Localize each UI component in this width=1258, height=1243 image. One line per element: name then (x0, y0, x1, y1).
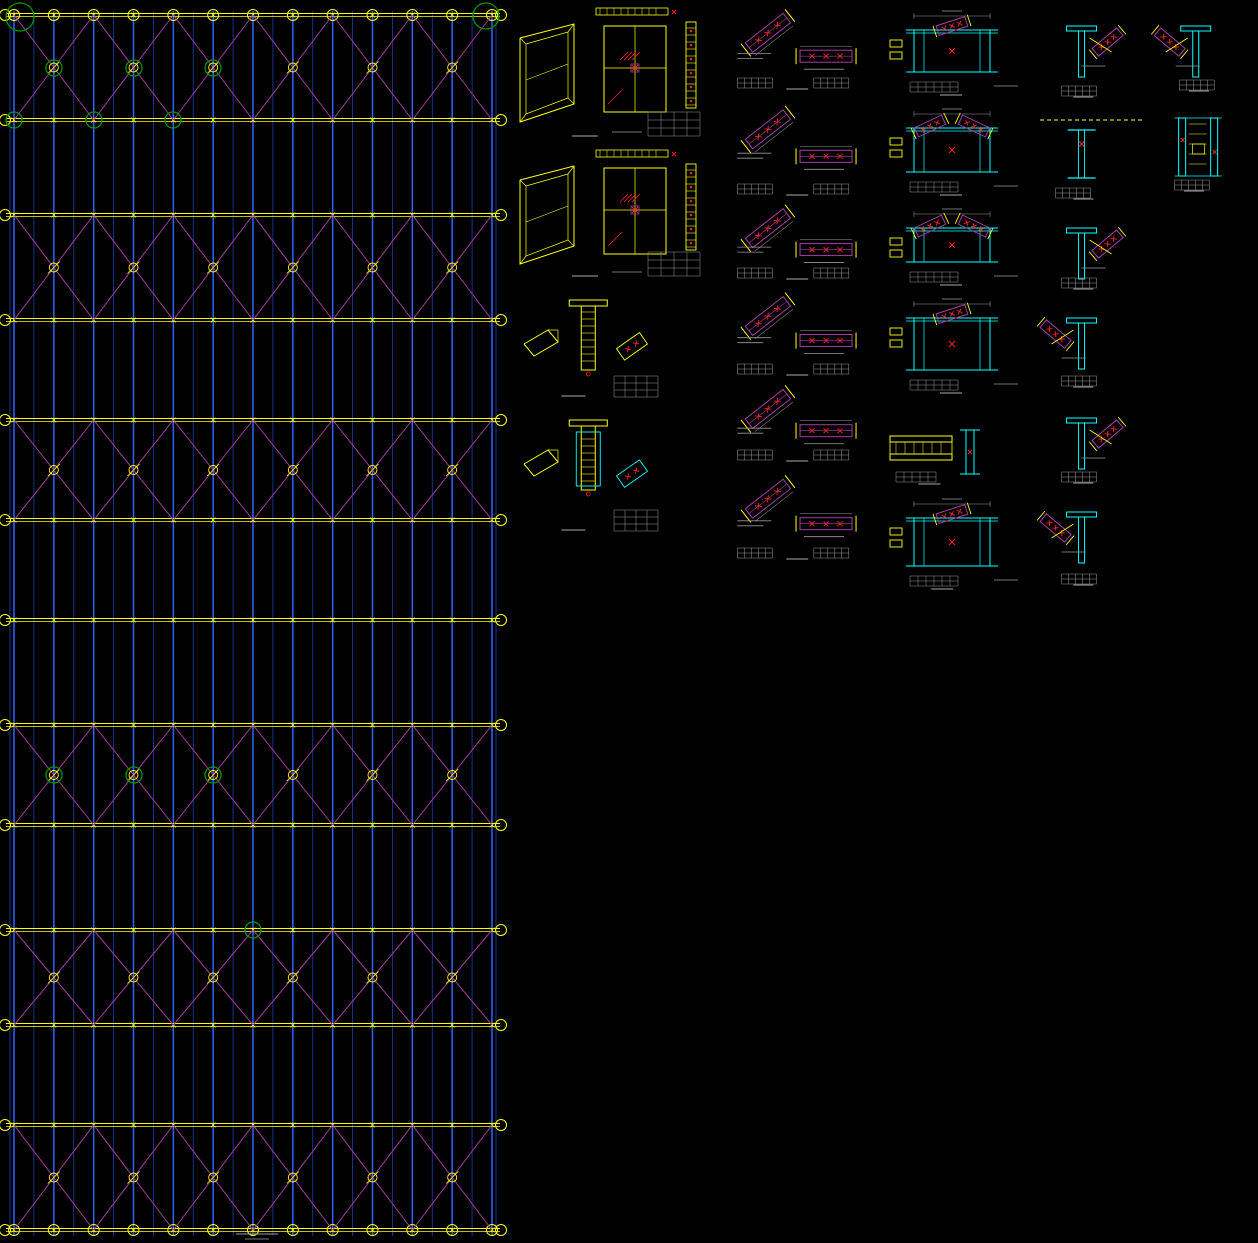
connection-detail-sheets (519, 7, 1222, 590)
detail-panel-23-colTee[interactable] (1150, 24, 1215, 92)
detail-panel-18-colTee[interactable] (1040, 119, 1142, 200)
detail-panel-13-beamConn[interactable] (889, 208, 1018, 286)
detail-panel-24-cols2[interactable] (1174, 117, 1222, 192)
detail-panel-7-braceConn[interactable] (737, 204, 857, 280)
detail-panel-22-colTee[interactable] (1036, 510, 1098, 586)
detail-panel-17-colTee[interactable] (1061, 24, 1127, 98)
detail-panel-1-elevA[interactable] (519, 7, 701, 137)
detail-panel-16-beamConn[interactable] (889, 498, 1018, 590)
detail-panel-8-braceConn[interactable] (737, 292, 857, 376)
structural-framing-plan[interactable] (0, 2, 507, 1240)
detail-panel-11-beamConn[interactable] (889, 10, 1018, 96)
detail-panel-9-braceConn[interactable] (737, 385, 857, 462)
detail-panel-6-braceConn[interactable] (737, 105, 857, 196)
detail-panel-21-colTee[interactable] (1061, 416, 1127, 484)
detail-panel-5-braceConn[interactable] (737, 8, 857, 90)
detail-panel-10-braceConn[interactable] (737, 474, 857, 560)
detail-panel-14-beamConn[interactable] (889, 298, 1018, 394)
detail-panel-20-colTee[interactable] (1036, 316, 1098, 388)
detail-panel-12-beamConn[interactable] (889, 108, 1018, 196)
detail-panel-2-elevA[interactable] (519, 149, 701, 277)
detail-panel-4-teeDetail[interactable] (523, 419, 659, 532)
detail-panel-3-teeDetail[interactable] (523, 299, 659, 398)
detail-panel-15-miscBeam[interactable] (889, 429, 980, 485)
detail-panel-19-colTee[interactable] (1061, 226, 1127, 290)
